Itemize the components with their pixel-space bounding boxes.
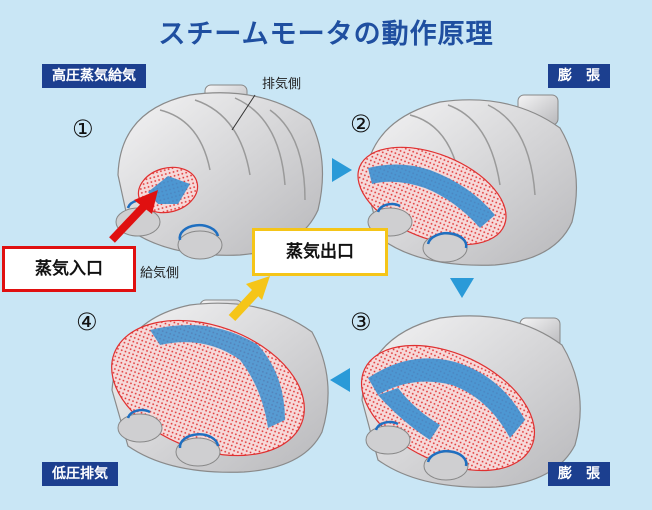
flow-arrow-right (332, 158, 352, 182)
callout-steam-outlet: 蒸気出口 (252, 228, 388, 276)
label-high-pressure-supply: 高圧蒸気給気 (42, 64, 146, 88)
label-expansion-top: 膨 張 (548, 64, 610, 88)
step-1-number: ① (72, 115, 94, 143)
step-3-number: ③ (350, 308, 372, 336)
label-supply-side: 給気側 (140, 266, 180, 281)
flow-arrow-left (330, 368, 350, 392)
rotor-4 (111, 299, 329, 473)
page-title: スチームモータの動作原理 (158, 19, 494, 50)
steam-outlet-arrow (228, 276, 270, 322)
label-exhaust-side: 排気側 (262, 77, 302, 92)
label-low-pressure-exhaust: 低圧排気 (42, 462, 118, 486)
rotor-2 (357, 94, 577, 266)
rotor-1 (115, 84, 324, 260)
rotor-3 (360, 315, 581, 488)
step-2-number: ② (350, 110, 372, 138)
flow-arrow-down (450, 278, 474, 298)
step-4-number: ④ (76, 308, 98, 336)
steam-inlet-arrow (109, 190, 158, 243)
callout-steam-inlet: 蒸気入口 (2, 246, 136, 292)
label-expansion-bottom: 膨 張 (548, 462, 610, 486)
